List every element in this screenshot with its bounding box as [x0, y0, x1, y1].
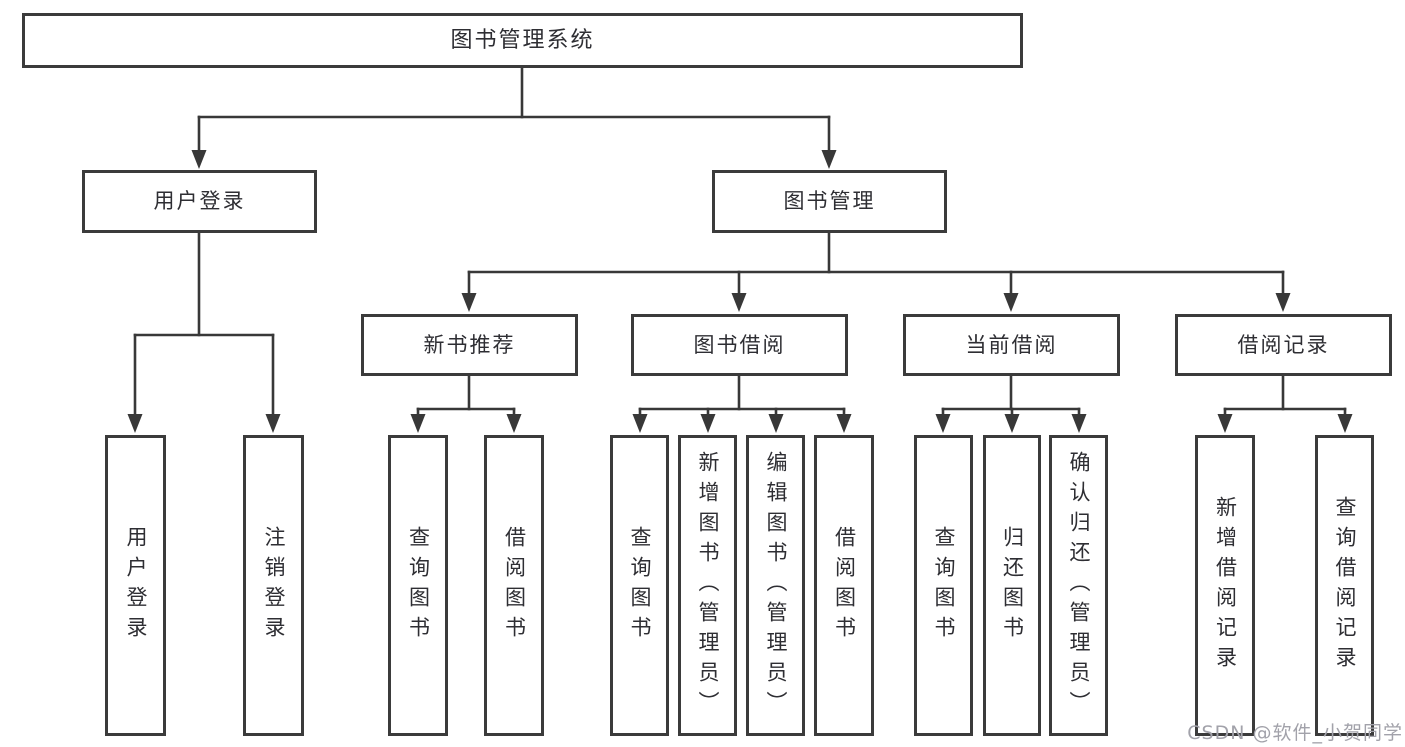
- leaf-query-books-current: 查询图书: [914, 435, 973, 736]
- leaf-label: 查询图书: [628, 525, 652, 646]
- node-label: 图书管理系统: [450, 27, 595, 53]
- leaf-label: 查询图书: [932, 525, 956, 646]
- leaf-label: 借阅图书: [502, 525, 527, 646]
- leaf-borrow-books-recommend: 借阅图书: [484, 435, 544, 736]
- watermark: CSDN @软件_小贺同学: [1187, 722, 1403, 744]
- leaf-label: 新增借阅记录: [1213, 495, 1238, 676]
- leaf-query-books-recommend: 查询图书: [388, 435, 448, 736]
- node-label: 图书管理: [783, 189, 876, 213]
- node-book-borrowing: 图书借阅: [631, 314, 848, 376]
- node-label: 图书借阅: [693, 332, 786, 357]
- node-new-book-recommendation: 新书推荐: [361, 314, 578, 376]
- leaf-label: 查询图书: [406, 525, 431, 646]
- leaf-label: 确认归还（管理员）: [1067, 450, 1091, 721]
- leaf-label: 注销登录: [262, 525, 286, 646]
- leaf-return-books: 归还图书: [983, 435, 1041, 736]
- leaf-label: 新增图书（管理员）: [696, 450, 720, 721]
- leaf-confirm-return-admin: 确认归还（管理员）: [1049, 435, 1108, 736]
- leaf-label: 借阅图书: [832, 525, 857, 646]
- node-label: 新书推荐: [423, 332, 516, 357]
- node-user-login: 用户登录: [82, 170, 317, 233]
- leaf-label: 查询借阅记录: [1333, 495, 1357, 676]
- node-current-borrowing: 当前借阅: [903, 314, 1120, 376]
- leaf-query-borrow-record: 查询借阅记录: [1315, 435, 1374, 736]
- leaf-label: 编辑图书（管理员）: [764, 450, 788, 721]
- leaf-add-borrow-record: 新增借阅记录: [1195, 435, 1255, 736]
- leaf-borrow-books: 借阅图书: [814, 435, 874, 736]
- node-library-management-system: 图书管理系统: [22, 13, 1023, 68]
- leaf-edit-books-admin: 编辑图书（管理员）: [746, 435, 805, 736]
- leaf-query-books-borrow: 查询图书: [610, 435, 669, 736]
- leaf-user-login: 用户登录: [105, 435, 166, 736]
- node-label: 用户登录: [153, 189, 246, 213]
- leaf-label: 归还图书: [1000, 525, 1025, 646]
- node-book-management: 图书管理: [712, 170, 947, 233]
- leaf-label: 用户登录: [124, 525, 148, 646]
- leaf-logout: 注销登录: [243, 435, 304, 736]
- node-label: 借阅记录: [1237, 332, 1330, 357]
- leaf-add-books-admin: 新增图书（管理员）: [678, 435, 737, 736]
- node-label: 当前借阅: [965, 332, 1058, 357]
- node-borrowing-records: 借阅记录: [1175, 314, 1392, 376]
